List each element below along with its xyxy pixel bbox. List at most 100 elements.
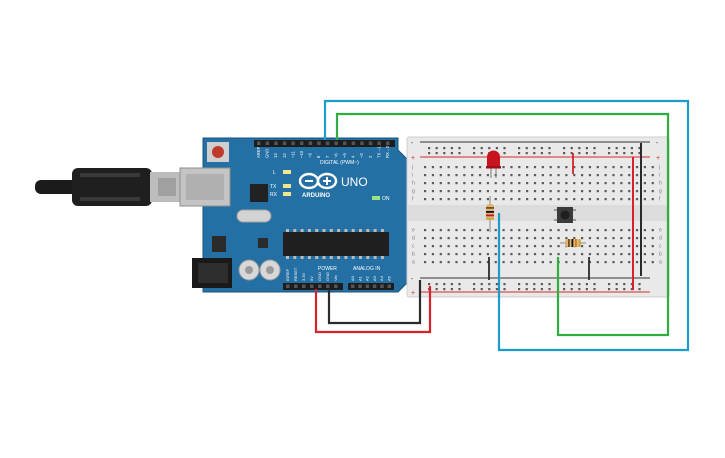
terminal-hole[interactable]: [549, 166, 552, 169]
terminal-hole[interactable]: [431, 245, 435, 248]
terminal-hole[interactable]: [502, 182, 505, 185]
terminal-hole[interactable]: [494, 182, 497, 185]
power-pin[interactable]: [326, 284, 330, 289]
terminal-hole[interactable]: [455, 174, 458, 177]
terminal-hole[interactable]: [620, 245, 623, 248]
terminal-hole[interactable]: [604, 253, 607, 256]
terminal-hole[interactable]: [557, 253, 560, 256]
terminal-hole[interactable]: [502, 237, 505, 240]
rail-hole[interactable]: [503, 152, 506, 155]
terminal-hole[interactable]: [431, 229, 435, 232]
terminal-hole[interactable]: [588, 166, 592, 169]
rail-hole[interactable]: [428, 147, 431, 150]
terminal-hole[interactable]: [471, 229, 474, 232]
terminal-hole[interactable]: [620, 190, 623, 193]
header-pin[interactable]: [386, 141, 390, 146]
terminal-hole[interactable]: [628, 174, 631, 177]
terminal-hole[interactable]: [518, 174, 521, 177]
terminal-hole[interactable]: [604, 166, 607, 169]
terminal-hole[interactable]: [651, 182, 654, 185]
terminal-hole[interactable]: [549, 253, 552, 256]
terminal-hole[interactable]: [486, 198, 489, 201]
rail-hole[interactable]: [533, 152, 536, 155]
rail-hole[interactable]: [458, 152, 461, 155]
rail-hole[interactable]: [578, 152, 581, 155]
rail-hole[interactable]: [480, 147, 483, 150]
header-pin[interactable]: [274, 141, 278, 146]
terminal-hole[interactable]: [651, 261, 654, 264]
terminal-hole[interactable]: [463, 237, 466, 240]
terminal-hole[interactable]: [635, 182, 639, 185]
terminal-hole[interactable]: [455, 182, 458, 185]
terminal-hole[interactable]: [643, 190, 646, 193]
terminal-hole[interactable]: [643, 182, 646, 185]
terminal-hole[interactable]: [604, 245, 607, 248]
rail-hole[interactable]: [623, 152, 626, 155]
terminal-hole[interactable]: [588, 198, 592, 201]
terminal-hole[interactable]: [510, 174, 513, 177]
terminal-hole[interactable]: [596, 174, 599, 177]
terminal-hole[interactable]: [510, 198, 513, 201]
rail-hole[interactable]: [435, 283, 438, 286]
rail-hole[interactable]: [593, 147, 596, 150]
rail-hole[interactable]: [428, 283, 431, 286]
rail-hole[interactable]: [563, 288, 566, 291]
terminal-hole[interactable]: [518, 166, 521, 169]
terminal-hole[interactable]: [463, 253, 466, 256]
terminal-hole[interactable]: [510, 261, 513, 264]
terminal-hole[interactable]: [596, 166, 599, 169]
terminal-hole[interactable]: [486, 245, 489, 248]
terminal-hole[interactable]: [518, 229, 521, 232]
rail-hole[interactable]: [608, 283, 611, 286]
rail-hole[interactable]: [533, 288, 536, 291]
terminal-hole[interactable]: [494, 190, 497, 193]
terminal-hole[interactable]: [463, 174, 466, 177]
terminal-hole[interactable]: [651, 253, 654, 256]
terminal-hole[interactable]: [502, 174, 505, 177]
terminal-hole[interactable]: [424, 182, 427, 185]
terminal-hole[interactable]: [424, 166, 427, 169]
terminal-hole[interactable]: [526, 253, 529, 256]
terminal-hole[interactable]: [486, 182, 489, 185]
terminal-hole[interactable]: [596, 182, 599, 185]
header-pin[interactable]: [291, 141, 295, 146]
analog-pin[interactable]: [351, 284, 355, 289]
rail-hole[interactable]: [458, 283, 461, 286]
terminal-hole[interactable]: [471, 166, 474, 169]
terminal-hole[interactable]: [635, 237, 639, 240]
terminal-hole[interactable]: [424, 245, 427, 248]
terminal-hole[interactable]: [643, 245, 646, 248]
terminal-hole[interactable]: [588, 237, 592, 240]
terminal-hole[interactable]: [635, 166, 639, 169]
terminal-hole[interactable]: [471, 182, 474, 185]
terminal-hole[interactable]: [651, 237, 654, 240]
rail-hole[interactable]: [593, 152, 596, 155]
terminal-hole[interactable]: [549, 174, 552, 177]
terminal-hole[interactable]: [526, 245, 529, 248]
terminal-hole[interactable]: [494, 253, 497, 256]
terminal-hole[interactable]: [510, 253, 513, 256]
header-pin[interactable]: [257, 141, 261, 146]
arduino-uno-board[interactable]: L TX RX ON UNO ARDUINO DIGITAL (PWM~) PO…: [179, 137, 409, 293]
terminal-hole[interactable]: [541, 174, 544, 177]
terminal-hole[interactable]: [541, 245, 544, 248]
terminal-hole[interactable]: [518, 245, 521, 248]
terminal-hole[interactable]: [502, 166, 505, 169]
terminal-hole[interactable]: [612, 190, 615, 193]
power-pin[interactable]: [318, 284, 322, 289]
terminal-hole[interactable]: [541, 190, 544, 193]
terminal-hole[interactable]: [502, 245, 505, 248]
terminal-hole[interactable]: [533, 253, 537, 256]
terminal-hole[interactable]: [588, 261, 592, 264]
terminal-hole[interactable]: [502, 190, 505, 193]
terminal-hole[interactable]: [557, 229, 560, 232]
terminal-hole[interactable]: [533, 174, 537, 177]
terminal-hole[interactable]: [447, 166, 450, 169]
rail-hole[interactable]: [533, 283, 536, 286]
header-pin[interactable]: [300, 141, 304, 146]
terminal-hole[interactable]: [447, 229, 450, 232]
digital-header[interactable]: [254, 140, 395, 147]
terminal-hole[interactable]: [635, 261, 639, 264]
terminal-hole[interactable]: [463, 261, 466, 264]
terminal-hole[interactable]: [628, 166, 631, 169]
